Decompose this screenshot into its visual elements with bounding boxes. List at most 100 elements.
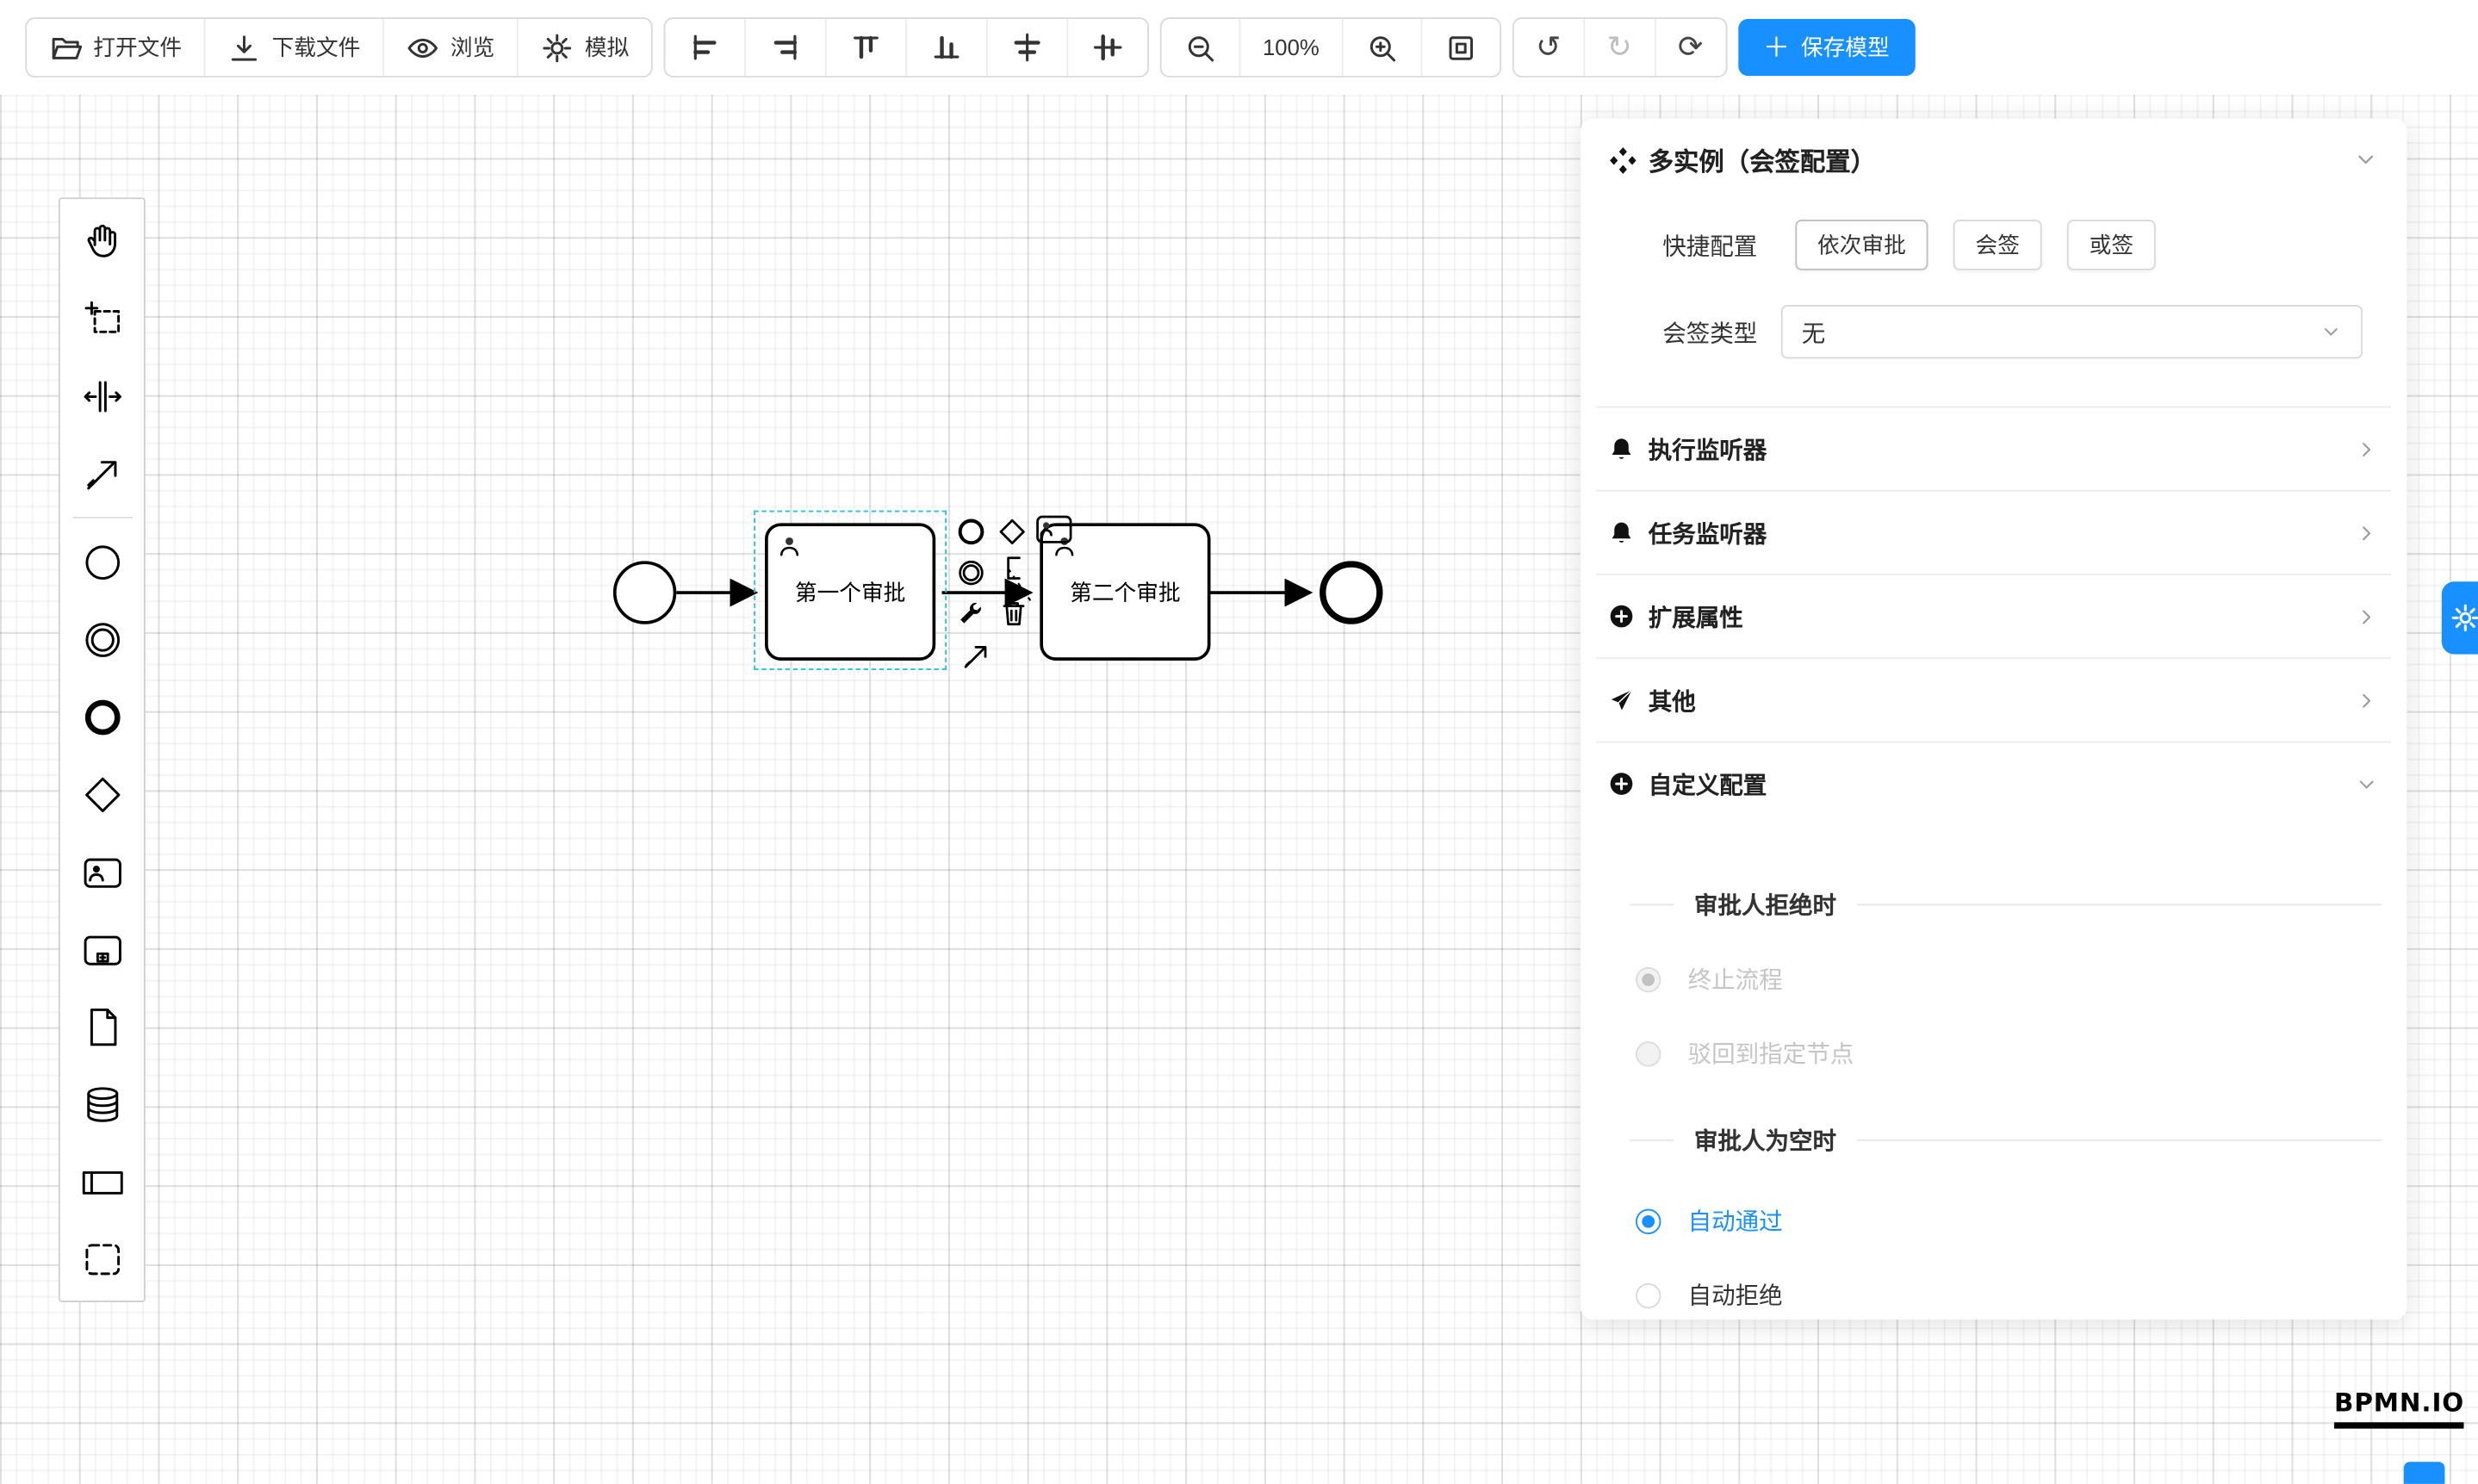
align-button-group [663,17,1149,78]
section-custom-config[interactable]: 自定义配置 [1596,741,2392,825]
simulate-button[interactable]: 模拟 [518,19,651,77]
align-top-icon [848,30,883,65]
save-model-label: 保存模型 [1800,34,1890,60]
align-center-button[interactable] [987,19,1069,77]
section-other[interactable]: 其他 [1596,657,2392,741]
align-top-button[interactable] [826,19,908,77]
refresh-button[interactable]: ⟳ [1655,19,1725,77]
radio-auto-reject[interactable]: 自动拒绝 [1636,1278,2407,1312]
download-file-button[interactable]: 下载文件 [205,19,384,77]
hand-tool[interactable] [64,202,140,280]
append-end-event-icon[interactable] [956,517,986,547]
bpmn-io-logo[interactable]: BPMN.IO [2334,1388,2465,1429]
section-label: 任务监听器 [1648,520,1767,548]
connect-arrow-icon [78,450,126,497]
user-task-icon [778,534,802,558]
undo-button[interactable]: ↺ [1513,19,1585,77]
empty-approver-divider: 审批人为空时 [1630,1124,2382,1158]
task-label: 第二个审批 [1070,579,1181,605]
open-file-button[interactable]: 打开文件 [27,19,206,77]
chevron-down-icon [2359,779,2374,788]
gateway-icon [78,770,126,817]
zoom-out-button[interactable] [1161,19,1241,77]
delete-trash-icon[interactable] [1000,599,1027,627]
radio-auto-pass[interactable]: 自动通过 [1636,1204,2407,1238]
align-bottom-icon [929,30,964,65]
zoom-in-button[interactable] [1343,19,1422,77]
create-data-object[interactable] [64,988,140,1065]
create-end-event[interactable] [64,678,140,755]
context-pad [952,512,1088,676]
create-user-task[interactable] [64,833,140,910]
zoom-button-group: 100% [1159,17,1501,78]
radio-label: 终止流程 [1687,966,1783,995]
panel-title: 多实例（会签配置） [1648,150,1876,177]
section-task-listener[interactable]: 任务监听器 [1596,489,2392,574]
reject-divider-label: 审批人拒绝时 [1693,892,1837,920]
replace-wrench-icon[interactable] [958,600,983,625]
sign-type-value: 无 [1801,320,1826,347]
lasso-tool[interactable] [64,280,140,357]
preview-label: 浏览 [450,34,495,60]
section-label: 其他 [1648,688,1696,716]
align-middle-button[interactable] [1068,19,1148,77]
corner-widget[interactable] [2403,1462,2445,1484]
fit-viewport-button[interactable] [1421,19,1500,77]
radio-icon [1636,1282,1661,1308]
save-model-button[interactable]: ＋ 保存模型 [1737,19,1916,77]
create-subprocess[interactable] [64,910,140,988]
redo-icon: ↻ [1606,28,1632,65]
bell-icon [1609,520,1634,545]
create-participant[interactable] [64,1143,140,1220]
create-gateway[interactable] [64,755,140,833]
countersign-button[interactable]: 会签 [1953,220,2042,270]
create-group[interactable] [64,1220,140,1297]
radio-return-to-node: 驳回到指定节点 [1636,1037,2407,1071]
download-file-label: 下载文件 [271,34,361,60]
sign-type-row: 会签类型 无 [1581,305,2407,359]
create-start-event[interactable] [64,523,140,600]
align-left-button[interactable] [665,19,747,77]
append-gateway-icon[interactable] [997,517,1028,547]
section-execution-listener[interactable]: 执行监听器 [1596,406,2392,490]
empty-divider-label: 审批人为空时 [1693,1128,1837,1156]
start-event-icon [78,538,126,586]
create-data-store[interactable] [64,1065,140,1143]
task-second-approval[interactable]: 第二个审批 [1040,523,1211,661]
user-task-palette-icon [78,848,126,895]
redo-button[interactable]: ↻ [1584,19,1656,77]
sequential-approval-button[interactable]: 依次审批 [1795,220,1928,270]
align-left-icon [687,30,722,65]
connect-tool-icon[interactable] [961,642,991,672]
quick-config-label: 快捷配置 [1662,233,1758,260]
append-user-task-icon[interactable] [1035,513,1073,545]
chevron-down-icon [2324,328,2338,336]
align-middle-vertical-icon [1090,30,1125,65]
align-bottom-button[interactable] [907,19,988,77]
or-sign-button[interactable]: 或签 [2066,220,2156,270]
start-event[interactable] [612,561,677,624]
align-right-button[interactable] [746,19,827,77]
end-event[interactable] [1320,561,1383,624]
section-extended-properties[interactable]: 扩展属性 [1596,574,2392,657]
sign-type-select[interactable]: 无 [1780,305,2363,359]
section-label: 自定义配置 [1648,772,1767,799]
space-tool[interactable] [64,357,140,435]
radio-label: 自动拒绝 [1687,1282,1783,1311]
append-intermediate-event-icon[interactable] [956,558,986,588]
task-first-approval[interactable]: 第一个审批 [765,523,936,661]
create-intermediate-event[interactable] [64,600,140,678]
space-tool-icon [78,372,126,419]
lasso-icon [78,295,126,342]
settings-drawer-tab[interactable] [2441,581,2478,655]
data-store-icon [78,1080,126,1127]
preview-button[interactable]: 浏览 [383,19,519,77]
radio-label: 自动通过 [1687,1208,1783,1236]
top-toolbar: 打开文件 下载文件 浏览 模拟 [0,0,2478,96]
global-connect-tool[interactable] [64,435,140,512]
undo-icon: ↺ [1536,28,1562,65]
panel-header[interactable]: 多实例（会签配置） [1581,119,2407,201]
send-icon [1609,687,1634,712]
